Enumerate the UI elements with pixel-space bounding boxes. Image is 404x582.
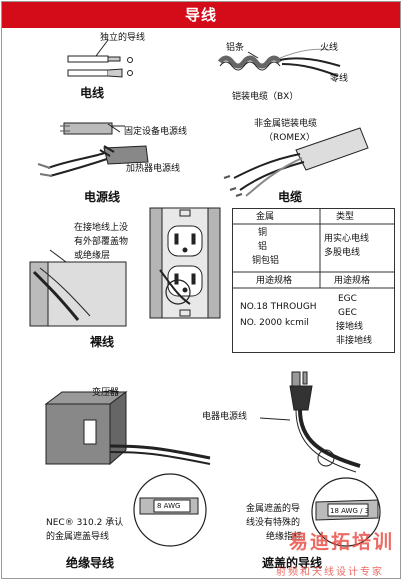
table-type-stranded: 多股电线 bbox=[324, 248, 361, 258]
label-nec-1: NEC® 310.2 承认 bbox=[46, 518, 124, 528]
heading-wire: 电线 bbox=[80, 86, 105, 100]
table-metal-aluminum: 铝 bbox=[258, 242, 268, 252]
label-nec-2: 的金属遮盖导线 bbox=[46, 532, 110, 542]
label-bx-cable: 铠装电缆（BX） bbox=[232, 92, 299, 102]
heading-bare-wire: 裸线 bbox=[90, 335, 115, 349]
table-use-ground: 接地线 bbox=[336, 322, 364, 332]
table-use-gec: GEC bbox=[338, 308, 357, 318]
bare-wire-zoom bbox=[29, 249, 127, 327]
table-header-use: 用途规格 bbox=[334, 276, 371, 286]
independent-wire-illustration bbox=[67, 39, 133, 78]
appliance-cord-illustration bbox=[259, 371, 381, 547]
label-covered-note-3: 绝缘指标 bbox=[266, 532, 303, 542]
label-romex: （ROMEX） bbox=[264, 133, 315, 143]
romex-cable-illustration bbox=[223, 127, 369, 197]
table-grid bbox=[232, 208, 395, 289]
table-spec-line1: NO.18 THROUGH bbox=[240, 302, 317, 312]
label-neutral-wire: 零线 bbox=[330, 74, 349, 84]
label-hot-wire: 火线 bbox=[320, 43, 339, 53]
label-covered-note-1: 金属遮盖的导 bbox=[246, 504, 301, 514]
label-fixed-cord: 固定设备电源线 bbox=[124, 127, 188, 137]
label-bare-wire-1: 在接地线上没 bbox=[74, 223, 129, 233]
label-transformer: 变压器 bbox=[92, 388, 120, 398]
heading-cable: 电缆 bbox=[278, 190, 303, 204]
table-spec-line2: NO. 2000 kcmil bbox=[240, 318, 309, 328]
heading-power-cord: 电源线 bbox=[84, 190, 121, 204]
table-metal-copper: 铜 bbox=[258, 228, 268, 238]
table-use-ungrounded: 非接地线 bbox=[336, 336, 373, 346]
label-aluminum-strip: 铝条 bbox=[226, 43, 245, 53]
label-independent-wire: 独立的导线 bbox=[100, 33, 146, 43]
label-bare-wire-2: 有外部覆盖物 bbox=[74, 237, 129, 247]
table-type-solid: 用实心电线 bbox=[324, 234, 370, 244]
heading-insulated: 绝缘导线 bbox=[66, 556, 115, 570]
watermark-subtitle: 射频和天线设计专家 bbox=[276, 567, 384, 578]
conductor-spec-table bbox=[232, 208, 395, 353]
heading-covered: 遮盖的导线 bbox=[262, 556, 323, 570]
label-covered-note-2: 线没有特殊的 bbox=[246, 518, 301, 528]
transformer-illustration bbox=[44, 389, 211, 547]
label-heater-cord: 加热器电源线 bbox=[126, 164, 181, 174]
table-header-metal: 金属 bbox=[256, 212, 275, 222]
watermark-logo: 易迪拓培训 bbox=[288, 531, 394, 553]
label-bare-wire-3: 或绝缘层 bbox=[74, 251, 111, 261]
table-use-egc: EGC bbox=[338, 294, 357, 304]
label-nonmetal-cable: 非金属铠装电缆 bbox=[254, 119, 318, 129]
tag-18awg: 18 AWG / 3 bbox=[330, 507, 370, 515]
label-appliance-cord: 电器电源线 bbox=[202, 412, 248, 422]
tag-8awg: 8 AWG bbox=[157, 502, 181, 510]
table-header-spec: 用途规格 bbox=[256, 276, 293, 286]
table-metal-copper-clad: 铜包铝 bbox=[252, 256, 280, 266]
outlet-illustration bbox=[149, 207, 221, 319]
bx-cable-illustration bbox=[218, 48, 341, 77]
power-cord-illustration bbox=[37, 122, 149, 177]
page-title: 导线 bbox=[2, 2, 400, 28]
table-header-type: 类型 bbox=[336, 212, 355, 222]
